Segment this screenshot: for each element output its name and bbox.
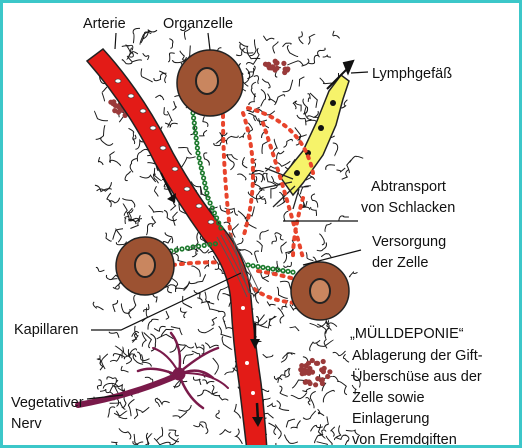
label-arterie: Arterie [83,16,126,32]
organ-cell-left [116,237,174,295]
organ-cell-right [291,262,349,320]
label-muelldeponie-title: „MÜLLDEPONIE“ [350,324,464,342]
label-muelldeponie-line-5: von Fremdgiften [352,432,457,448]
label-kapillaren: Kapillaren [14,322,79,338]
label-organzelle: Organzelle [163,16,233,32]
label-vegetativer-1: Vegetativer [11,395,84,411]
organ-cell-top [177,50,243,116]
label-muelldeponie-line-1: Ablagerung der Gift- [352,348,483,364]
vegetative-nerve [78,333,228,408]
label-abtransport-2: von Schlacken [361,200,455,216]
label-abtransport-1: Abtransport [371,179,446,195]
label-muelldeponie-line-3: Zelle sowie [352,390,425,406]
label-lymphgefaess: Lymphgefäß [372,66,452,82]
label-vegetativer-2: Nerv [11,416,42,432]
label-muelldeponie-line-4: Einlagerung [352,411,429,427]
label-versorgung-1: Versorgung [372,234,446,250]
anatomy-diagram: Arterie Organzelle Lymphgefäß Abtranspor… [3,3,522,448]
label-muelldeponie-line-2: Überschüse aus der [352,367,482,385]
label-versorgung-2: der Zelle [372,255,428,271]
